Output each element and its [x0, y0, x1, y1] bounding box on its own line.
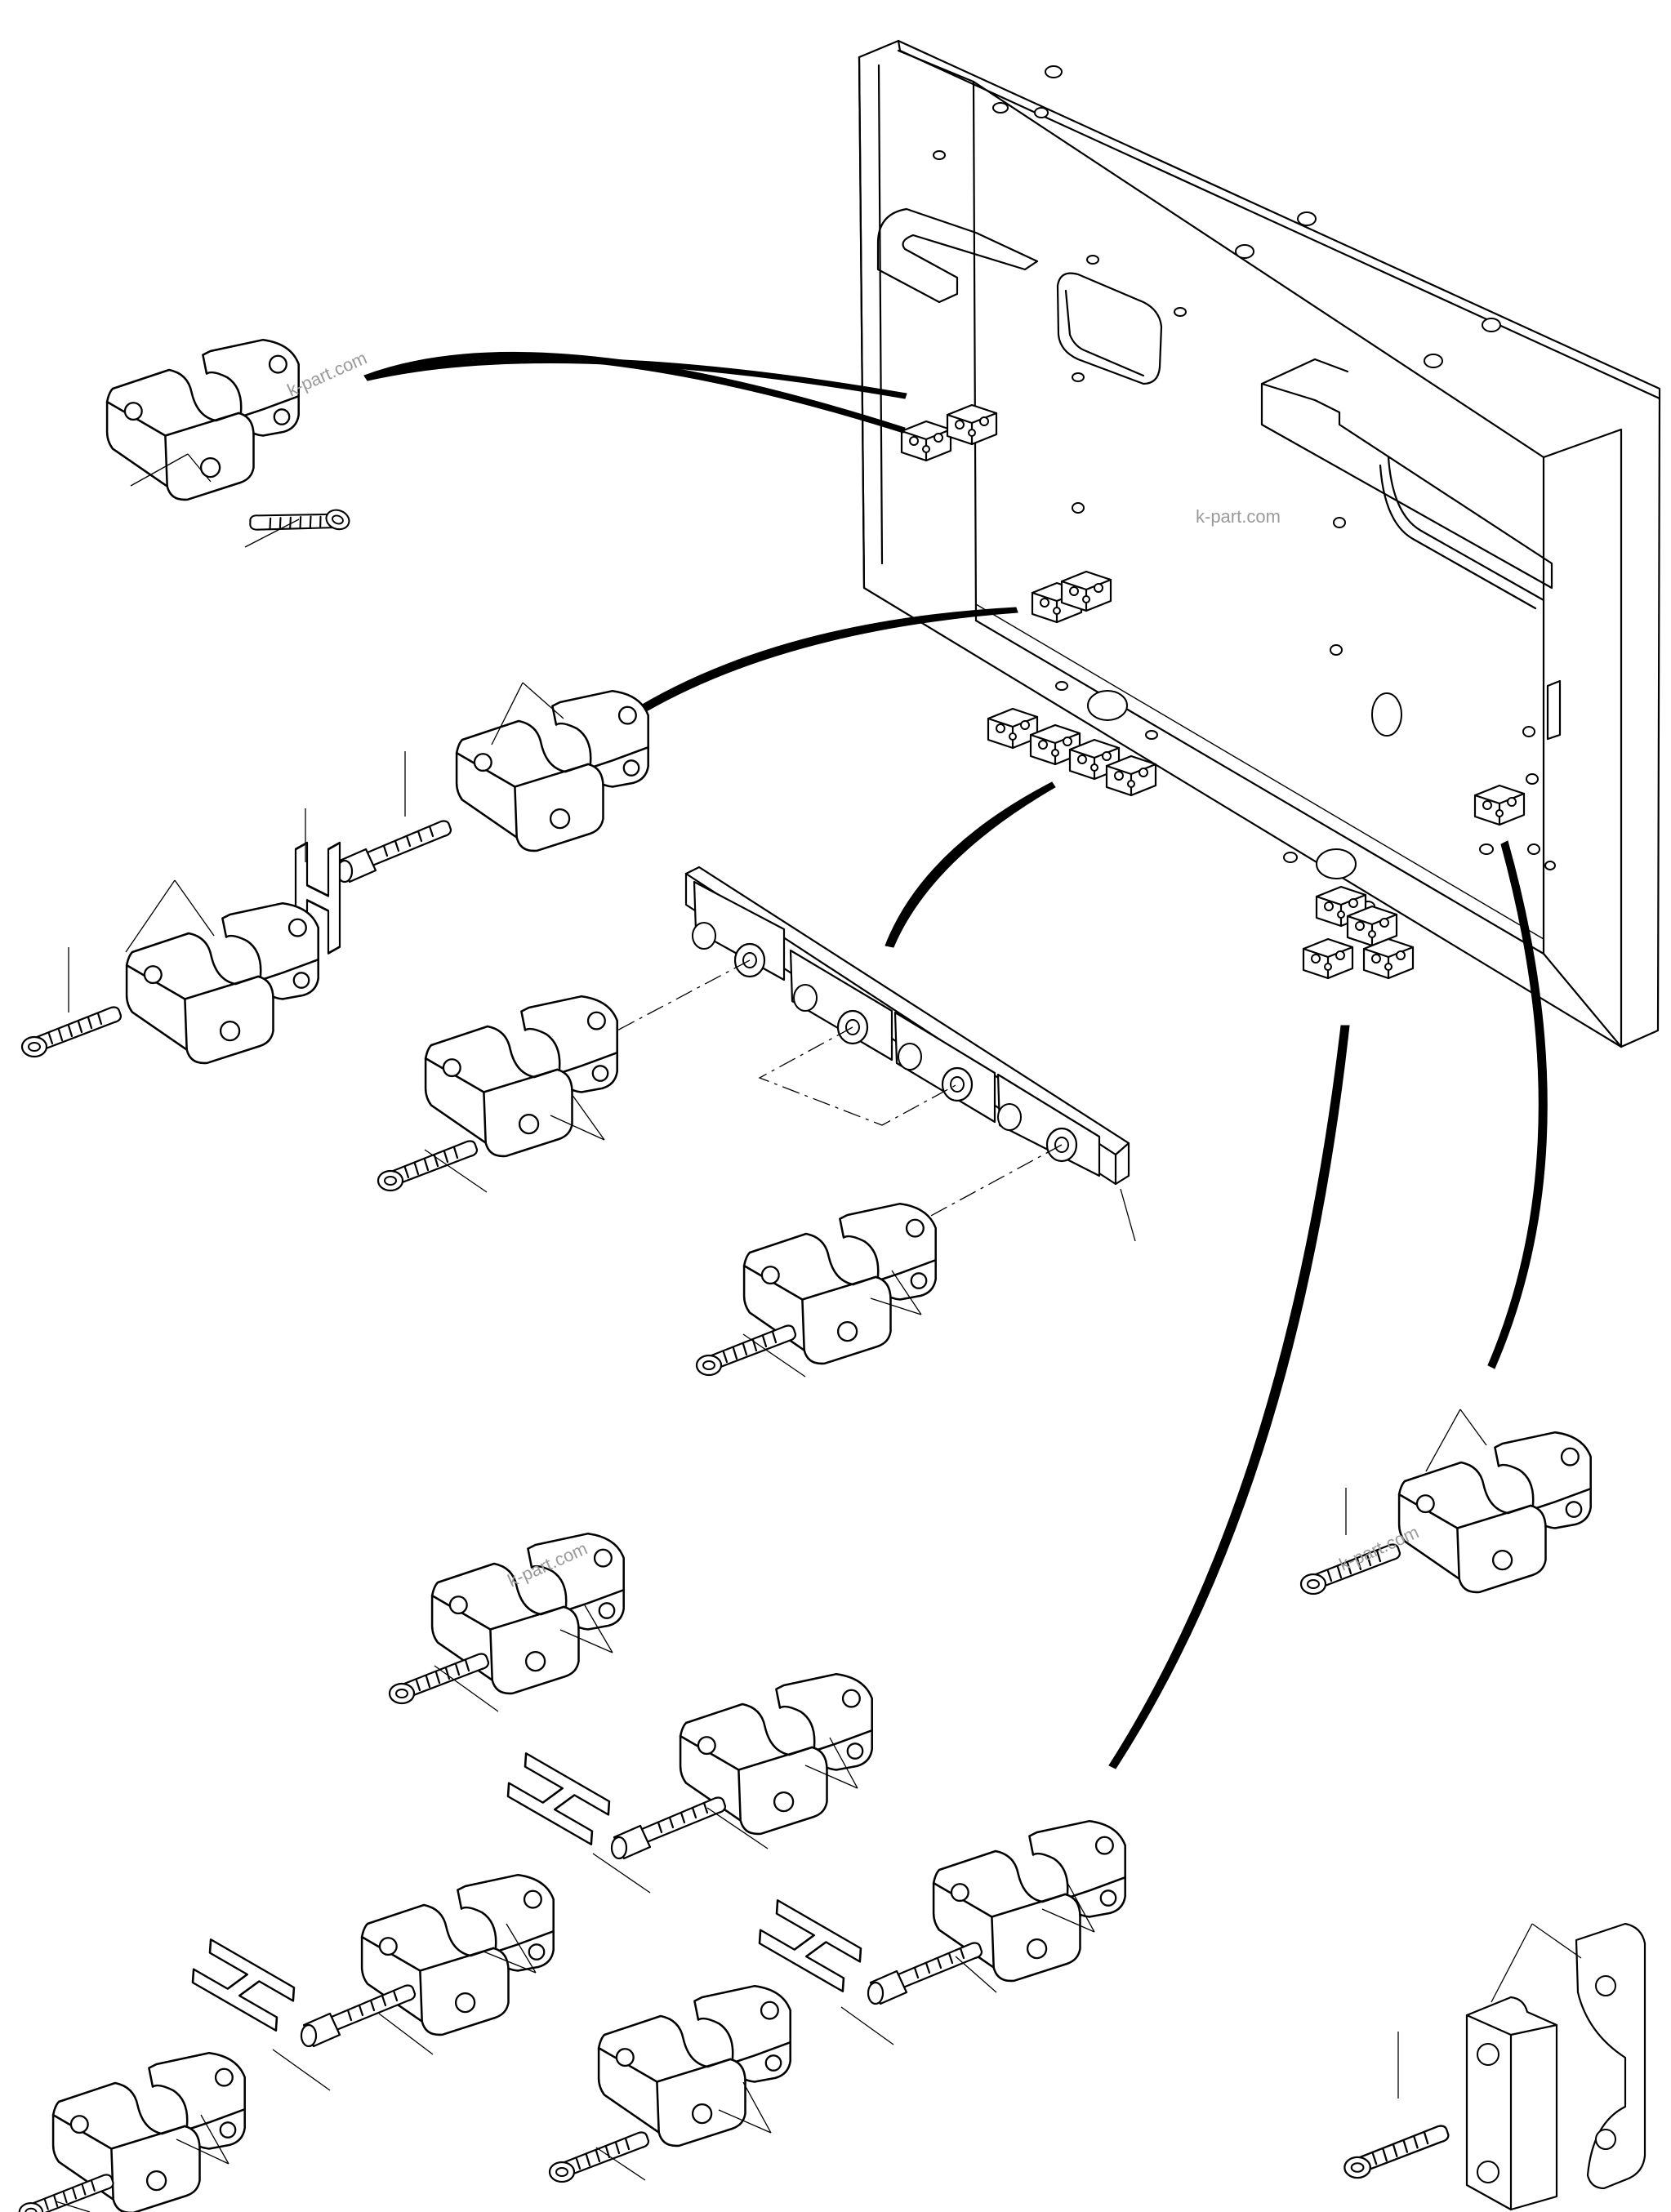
frame-clamp-single-right [1473, 784, 1526, 826]
h-plate-middle [501, 1752, 651, 1894]
watermark-label-2: k-part.com [1196, 506, 1281, 527]
frame-clamp-upper [900, 403, 998, 462]
clamp-set-right [1299, 1409, 1592, 1596]
console-frame [858, 39, 1661, 1048]
frame-clamp-middle [1031, 570, 1112, 624]
clamp-set-center-lower [695, 1202, 937, 1377]
clamp-set-top-left [105, 338, 353, 560]
h-plate-low-left [186, 1938, 331, 2091]
h-plate-right-middle [753, 1899, 894, 2045]
frame-clamp-group-right [1302, 885, 1415, 980]
clamp-set-middle-right [610, 1672, 873, 1860]
leader-ropes [363, 351, 1548, 1769]
rail-leader [1120, 1188, 1136, 1242]
clamp-set-left-upper [336, 682, 649, 883]
alignment-lines [613, 959, 1063, 1239]
clamp-set-bottom-left [18, 2051, 246, 2212]
mounting-rail [684, 866, 1130, 1186]
watermark-label-4: k-part.com [1336, 1521, 1422, 1574]
h-plate-left-upper [294, 808, 341, 955]
clamp-set-low-left [300, 1873, 555, 2055]
clamp-set-bottom-middle [548, 1984, 791, 2183]
clamp-set-middle-lower [388, 1532, 625, 1712]
clamp-set-center [377, 995, 618, 1193]
frame-holes [933, 65, 1556, 912]
frame-clamp-row-bottom [987, 707, 1157, 797]
clamp-set-left-lower [20, 879, 319, 1065]
clamp-set-bottom-right-large [1343, 1922, 1646, 2211]
clamp-set-right-middle [867, 1819, 1126, 2005]
